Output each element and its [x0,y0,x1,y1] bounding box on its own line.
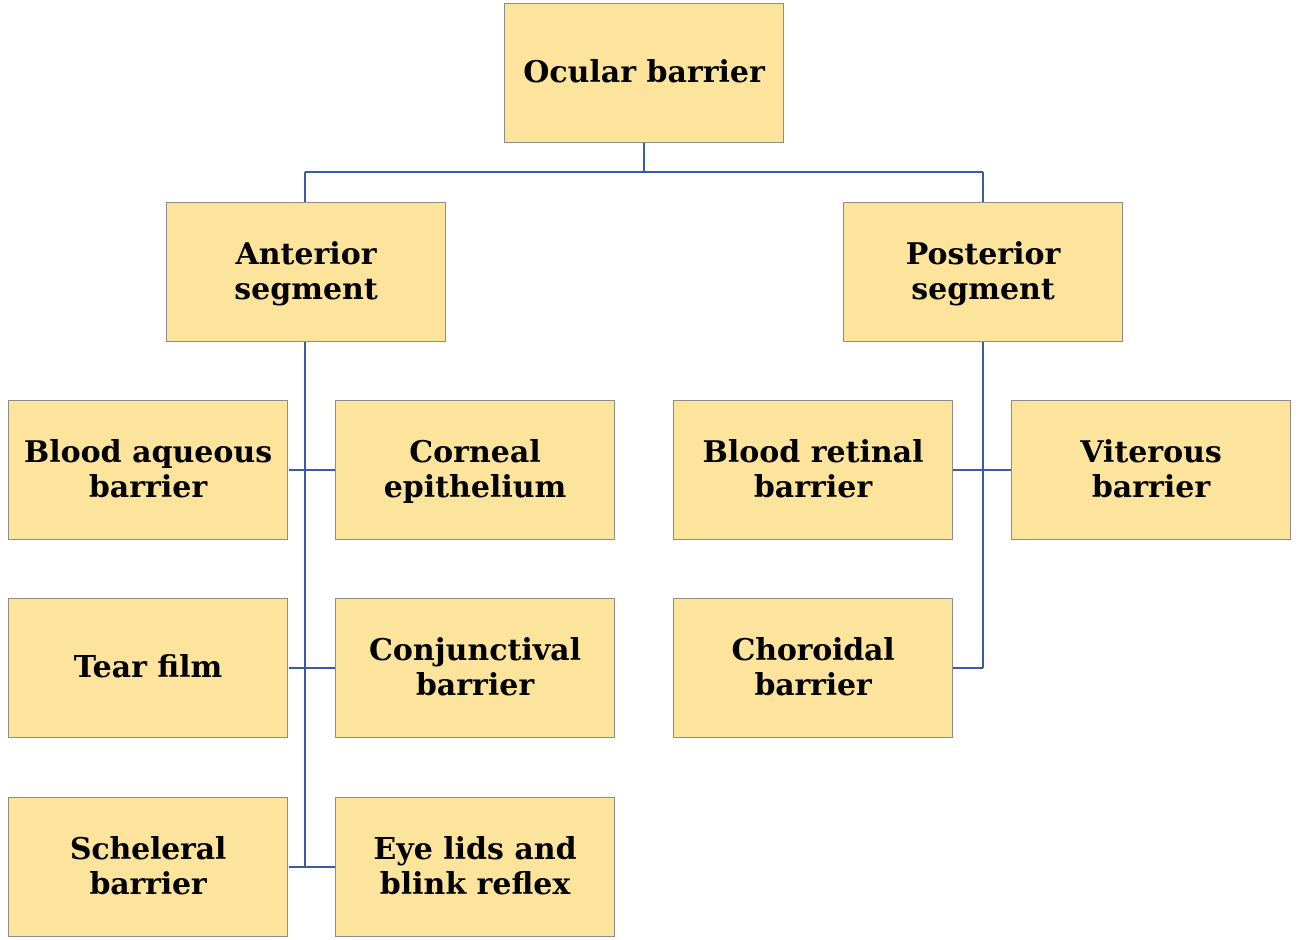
node-ocular-barrier: Ocular barrier [504,3,784,143]
node-label: Blood aqueous barrier [23,434,273,505]
node-label: Scheleral barrier [69,831,227,902]
node-scheleral-barrier: Scheleral barrier [8,797,288,937]
node-eye-lids-blink-reflex: Eye lids and blink reflex [335,797,615,937]
node-label: Tear film [73,650,223,686]
node-choroidal-barrier: Choroidal barrier [673,598,953,738]
node-viterous-barrier: Viterous barrier [1011,400,1291,540]
node-blood-retinal-barrier: Blood retinal barrier [673,400,953,540]
node-label: Posterior segment [905,236,1061,307]
node-label: Blood retinal barrier [702,434,924,505]
node-label: Corneal epithelium [383,434,567,505]
node-label: Choroidal barrier [731,632,895,703]
node-label: Eye lids and blink reflex [373,831,577,902]
node-conjunctival-barrier: Conjunctival barrier [335,598,615,738]
node-tear-film: Tear film [8,598,288,738]
node-anterior-segment: Anterior segment [166,202,446,342]
node-label: Viterous barrier [1080,434,1222,505]
node-blood-aqueous-barrier: Blood aqueous barrier [8,400,288,540]
node-label: Anterior segment [234,236,378,307]
node-label: Ocular barrier [523,55,765,91]
connector-root-to-segments [304,143,984,202]
node-corneal-epithelium: Corneal epithelium [335,400,615,540]
node-label: Conjunctival barrier [369,632,581,703]
node-posterior-segment: Posterior segment [843,202,1123,342]
